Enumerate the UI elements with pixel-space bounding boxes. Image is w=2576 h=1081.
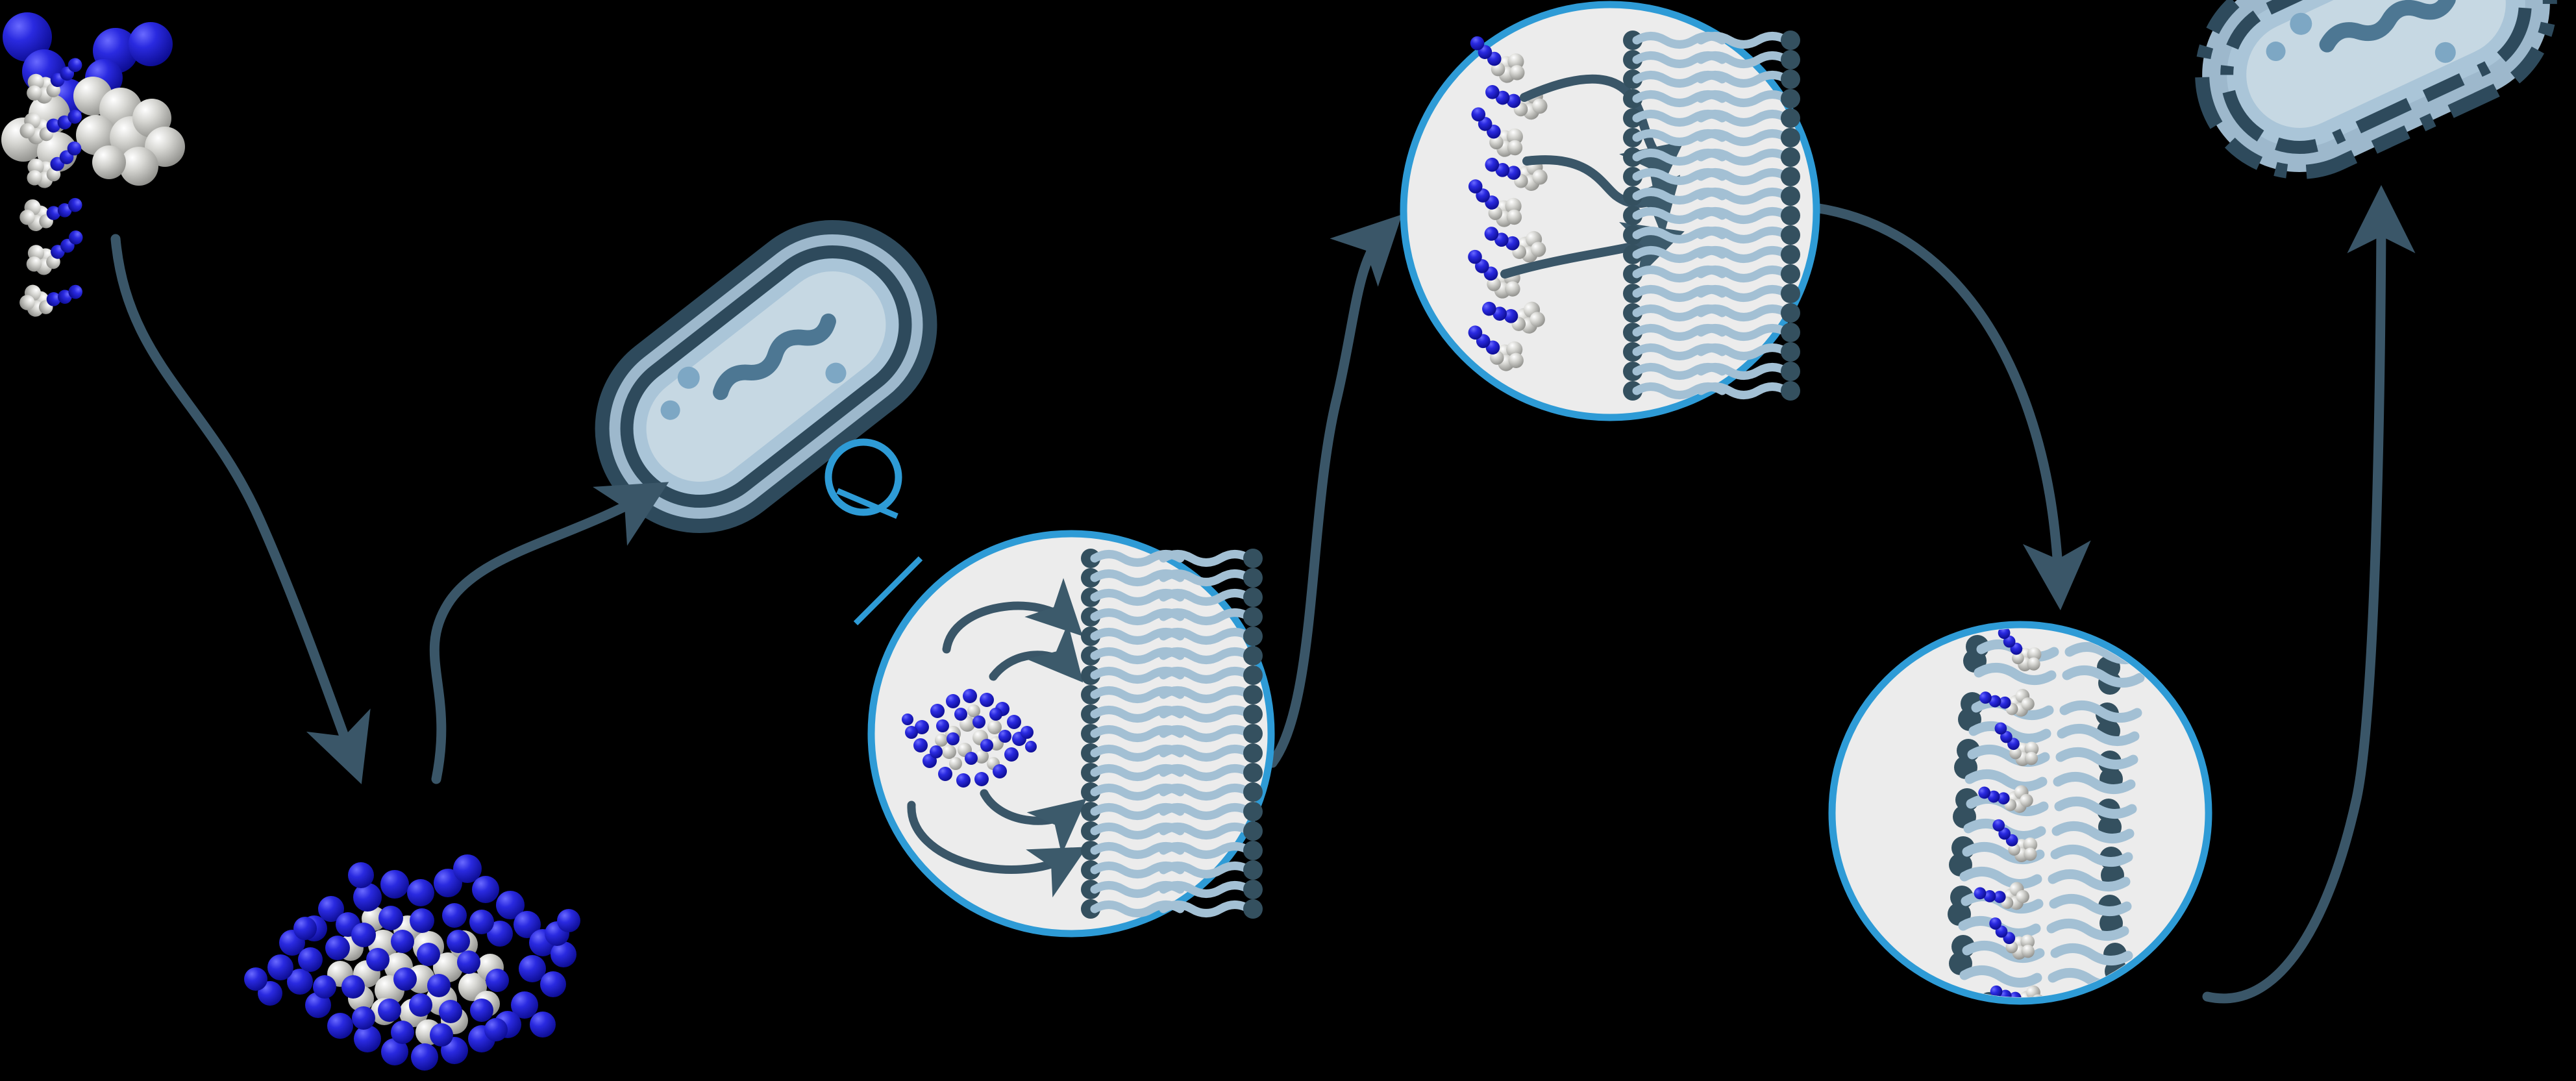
bacterium-ribosome [660, 400, 680, 420]
inset-insertion [17, 1, 1820, 421]
arrow-inset1-to-inset2 [1267, 214, 1402, 768]
inset1-polymer-aggregate [902, 689, 1037, 788]
inset1-attraction-arrows [907, 578, 1087, 898]
bacterium-inner-membrane-outline [620, 245, 912, 508]
lysed-ribosome [2290, 12, 2312, 35]
magnifier-leader-lower [853, 556, 923, 626]
bacterium-ribosome [677, 366, 700, 389]
bacterium-ribosome [825, 362, 847, 384]
nitrogen-atom [129, 22, 173, 66]
carbon-atom [76, 115, 116, 155]
attraction-arrow-top [942, 578, 1083, 654]
attraction-arrow-bottom [907, 801, 1087, 898]
nitrogen-atom [3, 12, 52, 62]
attraction-arrow-middle [989, 623, 1084, 683]
stage-aggregate [244, 854, 580, 1071]
carbon-atom [92, 145, 126, 179]
stage-bacterium-intact [595, 219, 937, 534]
magnifier-bacterium-to-inset1 [824, 438, 923, 626]
insertion-arrow-bottom [1500, 221, 1685, 279]
inset-disruption [1828, 621, 2212, 1005]
magnifier-lens-circle [824, 438, 902, 516]
arrow-inset2-to-inset3 [1810, 203, 2091, 610]
attraction-arrow-lower [980, 789, 1087, 855]
lysed-outer-membrane-broken-outline [2195, 0, 2557, 179]
inset-attraction [867, 530, 1275, 938]
stage-bacterium-lysed [2195, 0, 2557, 179]
lysed-ribosome [2266, 42, 2286, 62]
lysed-inner-membrane-broken-outline [2220, 0, 2532, 154]
polymer-aggregate [244, 854, 580, 1071]
arrow-aggregate-to-bacterium [429, 482, 669, 784]
arrow-monomer-to-aggregate [110, 234, 371, 784]
aggregate-cationic-shell [244, 854, 580, 1071]
lysed-ribosome [2434, 42, 2456, 63]
magnifier-leader-upper [836, 488, 898, 519]
flow-arrows [110, 185, 2416, 1004]
insertion-arrow-middle [1522, 155, 1681, 239]
carbon-atom [119, 147, 158, 186]
bacterium-nucleoid-dna [713, 313, 836, 401]
arrow-inset3-to-bacterium-lysed [2202, 185, 2416, 1004]
lysed-nucleoid-dna [2319, 0, 2456, 53]
